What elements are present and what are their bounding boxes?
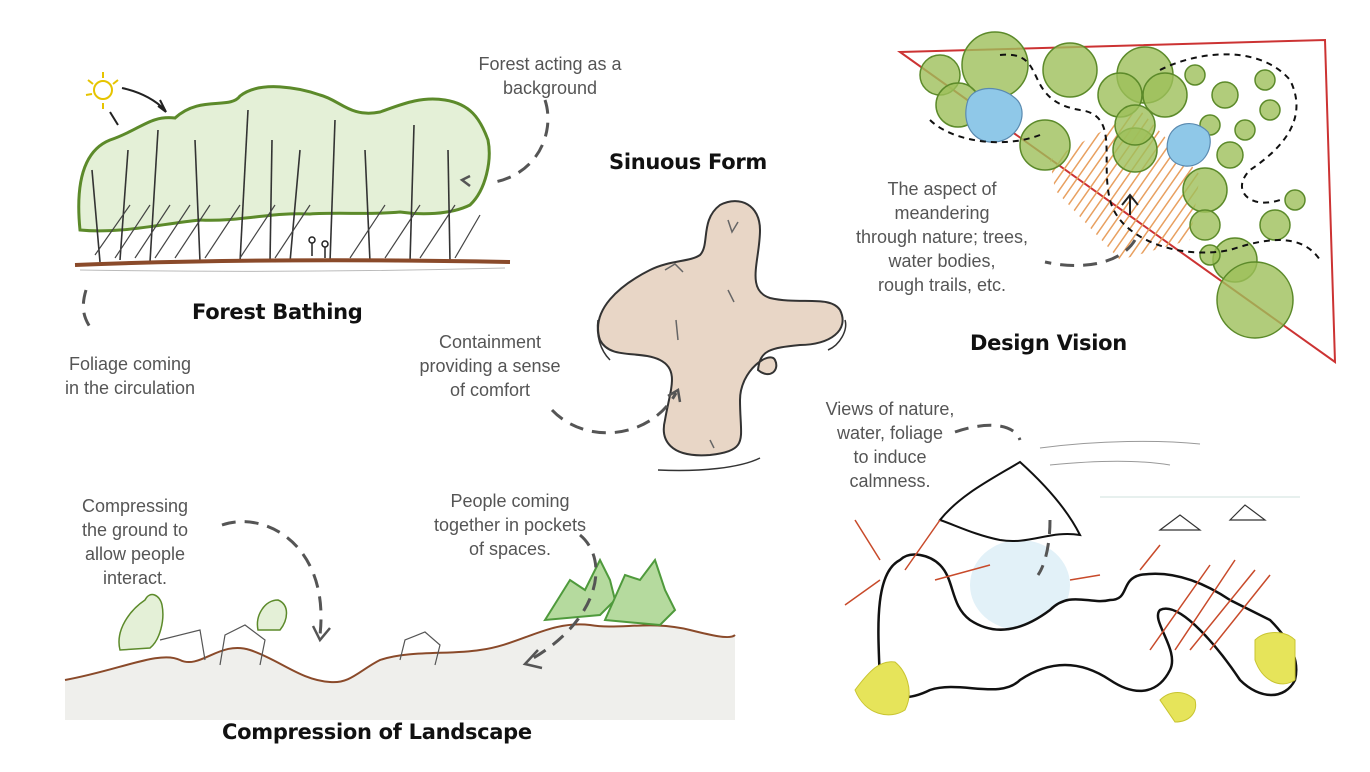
title-compression-of-landscape: Compression of Landscape — [222, 720, 532, 744]
water-bodies — [965, 87, 1211, 167]
note-forest-background: Forest acting as a background — [478, 54, 622, 98]
note-people-pockets: People coming together in pockets of spa… — [433, 491, 587, 559]
sinuous-form-sketch — [550, 200, 847, 472]
shelters — [159, 624, 441, 666]
people-figures — [308, 236, 329, 258]
compression-landscape-sketch — [64, 520, 736, 720]
title-forest-bathing: Forest Bathing — [192, 300, 363, 324]
note-meandering: The aspect of meandering through nature;… — [855, 179, 1029, 295]
title-sinuous-form: Sinuous Form — [609, 150, 767, 174]
view-arrows — [844, 519, 1271, 651]
note-views-of-nature: Views of nature, water, foliage to induc… — [825, 399, 955, 491]
pine-trees — [543, 557, 677, 627]
design-vision-plan — [896, 31, 1337, 364]
shrubs — [118, 593, 288, 651]
yellow-foliage — [854, 632, 1296, 723]
forest-bathing-sketch — [74, 72, 550, 331]
trees — [919, 31, 1306, 339]
people-figures — [664, 219, 739, 449]
sun-icon — [85, 72, 119, 109]
title-design-vision: Design Vision — [970, 331, 1127, 355]
note-foliage-circulation: Foliage coming in the circulation — [64, 354, 196, 398]
note-containment: Containment providing a sense of comfort — [419, 332, 561, 400]
note-compressing-ground: Compressing the ground to allow people i… — [81, 496, 189, 588]
views-sketch — [844, 423, 1301, 723]
